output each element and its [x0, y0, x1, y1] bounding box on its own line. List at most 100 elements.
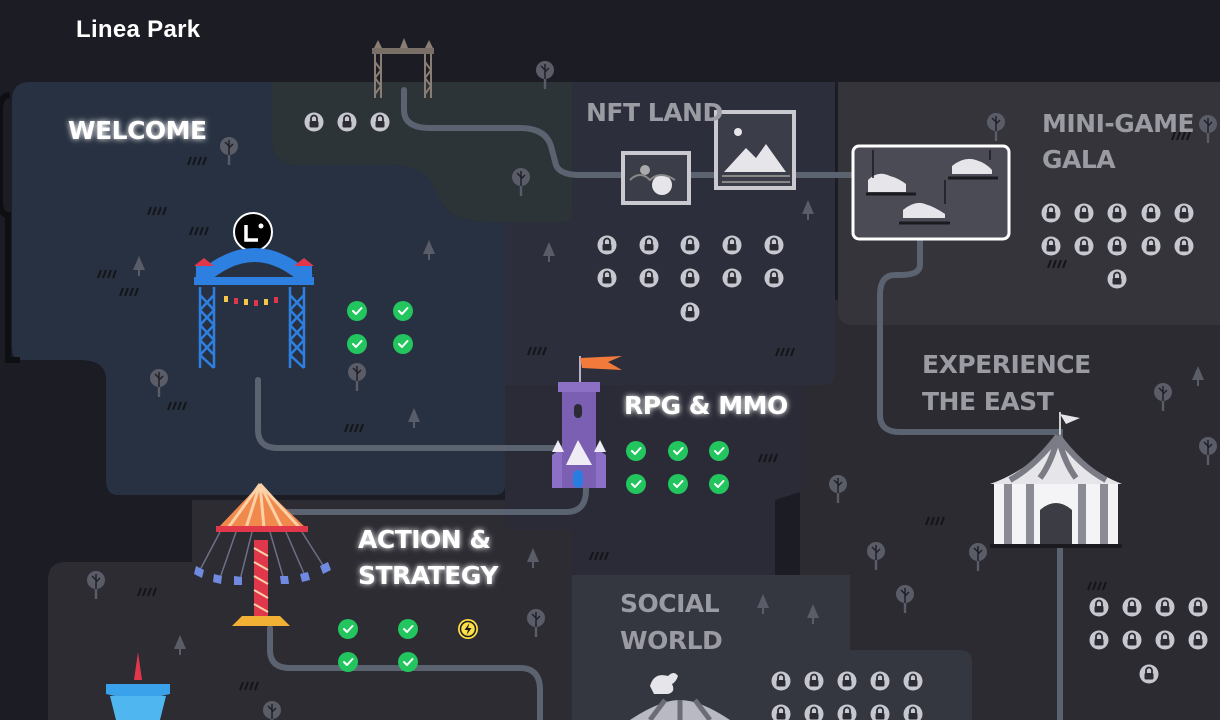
quest-marker-top-strip[interactable] — [370, 112, 390, 132]
quest-marker-rpg-mmo[interactable] — [626, 441, 646, 461]
quest-marker-nft-land[interactable] — [764, 235, 784, 255]
lock-icon — [908, 673, 918, 687]
zone-label-rpg-mmo[interactable]: RPG & MMO — [624, 391, 788, 420]
lock-icon — [1094, 632, 1104, 646]
quest-marker-social-world[interactable] — [837, 671, 857, 691]
quest-marker-nft-land[interactable] — [722, 268, 742, 288]
lock-icon — [1046, 238, 1056, 252]
quest-marker-social-world[interactable] — [804, 671, 824, 691]
quest-marker-rpg-mmo[interactable] — [668, 474, 688, 494]
quest-marker-mini-game-gala[interactable] — [1074, 236, 1094, 256]
carousel-landmark[interactable] — [194, 482, 331, 626]
quest-marker-experience-the-east[interactable] — [1188, 597, 1208, 617]
quest-marker-mini-game-gala[interactable] — [1174, 236, 1194, 256]
zone-label-social-line1[interactable]: SOCIAL — [620, 589, 720, 618]
quest-marker-welcome[interactable] — [347, 334, 367, 354]
quest-marker-nft-land[interactable] — [764, 268, 784, 288]
lock-icon — [602, 270, 612, 284]
quest-marker-nft-land[interactable] — [680, 268, 700, 288]
quest-marker-mini-game-gala[interactable] — [1174, 203, 1194, 223]
quest-marker-social-world[interactable] — [903, 704, 923, 720]
tower-landmark — [106, 652, 170, 720]
quest-marker-action-strategy[interactable] — [398, 619, 418, 639]
app-title: Linea Park — [76, 16, 201, 43]
quest-marker-nft-land[interactable] — [597, 268, 617, 288]
quest-marker-experience-the-east[interactable] — [1139, 664, 1159, 684]
quest-marker-nft-land[interactable] — [722, 235, 742, 255]
quest-marker-top-strip[interactable] — [337, 112, 357, 132]
zone-label-mini-game-gala-line1[interactable]: MINI-GAME — [1042, 109, 1195, 138]
lock-icon — [644, 270, 654, 284]
quest-marker-experience-the-east[interactable] — [1155, 630, 1175, 650]
lock-icon — [1144, 666, 1154, 680]
lock-icon — [1079, 205, 1089, 219]
lock-icon — [1127, 599, 1137, 613]
quest-marker-action-strategy[interactable] — [458, 619, 478, 639]
zone-label-social-line2[interactable]: WORLD — [620, 626, 723, 655]
quest-marker-rpg-mmo[interactable] — [668, 441, 688, 461]
quest-marker-nft-land[interactable] — [680, 302, 700, 322]
welcome-gate-landmark[interactable] — [194, 212, 314, 369]
quest-marker-experience-the-east[interactable] — [1188, 630, 1208, 650]
lightning-icon — [464, 623, 472, 635]
check-icon — [343, 625, 354, 633]
quest-marker-action-strategy[interactable] — [338, 652, 358, 672]
zone-label-nft-land[interactable]: NFT LAND — [586, 98, 723, 127]
quest-marker-mini-game-gala[interactable] — [1107, 203, 1127, 223]
quest-marker-nft-land[interactable] — [680, 235, 700, 255]
quest-marker-mini-game-gala[interactable] — [1107, 236, 1127, 256]
nft-frames-landmark[interactable] — [621, 110, 796, 205]
check-icon — [352, 307, 363, 315]
quest-marker-social-world[interactable] — [870, 671, 890, 691]
quest-marker-social-world[interactable] — [837, 704, 857, 720]
social-world-landmark[interactable] — [630, 673, 730, 720]
quest-marker-experience-the-east[interactable] — [1089, 597, 1109, 617]
quest-marker-nft-land[interactable] — [639, 235, 659, 255]
castle-landmark[interactable] — [552, 356, 622, 488]
zone-label-action-line1[interactable]: ACTION & — [358, 525, 491, 554]
quest-marker-rpg-mmo[interactable] — [709, 474, 729, 494]
quest-marker-mini-game-gala[interactable] — [1074, 203, 1094, 223]
quest-marker-top-strip[interactable] — [304, 112, 324, 132]
quest-marker-action-strategy[interactable] — [338, 619, 358, 639]
quest-marker-rpg-mmo[interactable] — [709, 441, 729, 461]
lock-icon — [1160, 599, 1170, 613]
lock-icon — [842, 706, 852, 720]
quest-marker-social-world[interactable] — [903, 671, 923, 691]
quest-marker-mini-game-gala[interactable] — [1041, 203, 1061, 223]
quest-marker-experience-the-east[interactable] — [1122, 597, 1142, 617]
quest-marker-mini-game-gala[interactable] — [1107, 269, 1127, 289]
quest-marker-welcome[interactable] — [393, 301, 413, 321]
circus-tent-landmark[interactable] — [990, 412, 1122, 548]
quest-marker-social-world[interactable] — [771, 671, 791, 691]
quest-marker-welcome[interactable] — [393, 334, 413, 354]
mini-game-card[interactable] — [851, 144, 1011, 241]
quest-marker-nft-land[interactable] — [597, 235, 617, 255]
quest-marker-experience-the-east[interactable] — [1155, 597, 1175, 617]
lock-icon — [1193, 632, 1203, 646]
lock-icon — [776, 673, 786, 687]
quest-marker-mini-game-gala[interactable] — [1041, 236, 1061, 256]
quest-marker-social-world[interactable] — [804, 704, 824, 720]
zone-label-experience-line1[interactable]: EXPERIENCE — [922, 350, 1091, 379]
quest-marker-mini-game-gala[interactable] — [1141, 203, 1161, 223]
check-icon — [673, 480, 684, 488]
check-icon — [631, 480, 642, 488]
zone-label-action-line2[interactable]: STRATEGY — [358, 561, 500, 590]
quest-marker-rpg-mmo[interactable] — [626, 474, 646, 494]
quest-marker-welcome[interactable] — [347, 301, 367, 321]
quest-marker-mini-game-gala[interactable] — [1141, 236, 1161, 256]
quest-marker-nft-land[interactable] — [639, 268, 659, 288]
zone-label-experience-line2[interactable]: THE EAST — [922, 387, 1054, 416]
quest-marker-action-strategy[interactable] — [398, 652, 418, 672]
check-icon — [403, 658, 414, 666]
zone-label-mini-game-gala-line2[interactable]: GALA — [1042, 145, 1117, 174]
lock-icon — [842, 673, 852, 687]
lock-icon — [1179, 205, 1189, 219]
quest-marker-social-world[interactable] — [771, 704, 791, 720]
zone-label-welcome[interactable]: WELCOME — [68, 116, 207, 145]
quest-marker-experience-the-east[interactable] — [1122, 630, 1142, 650]
check-icon — [631, 447, 642, 455]
quest-marker-experience-the-east[interactable] — [1089, 630, 1109, 650]
quest-marker-social-world[interactable] — [870, 704, 890, 720]
